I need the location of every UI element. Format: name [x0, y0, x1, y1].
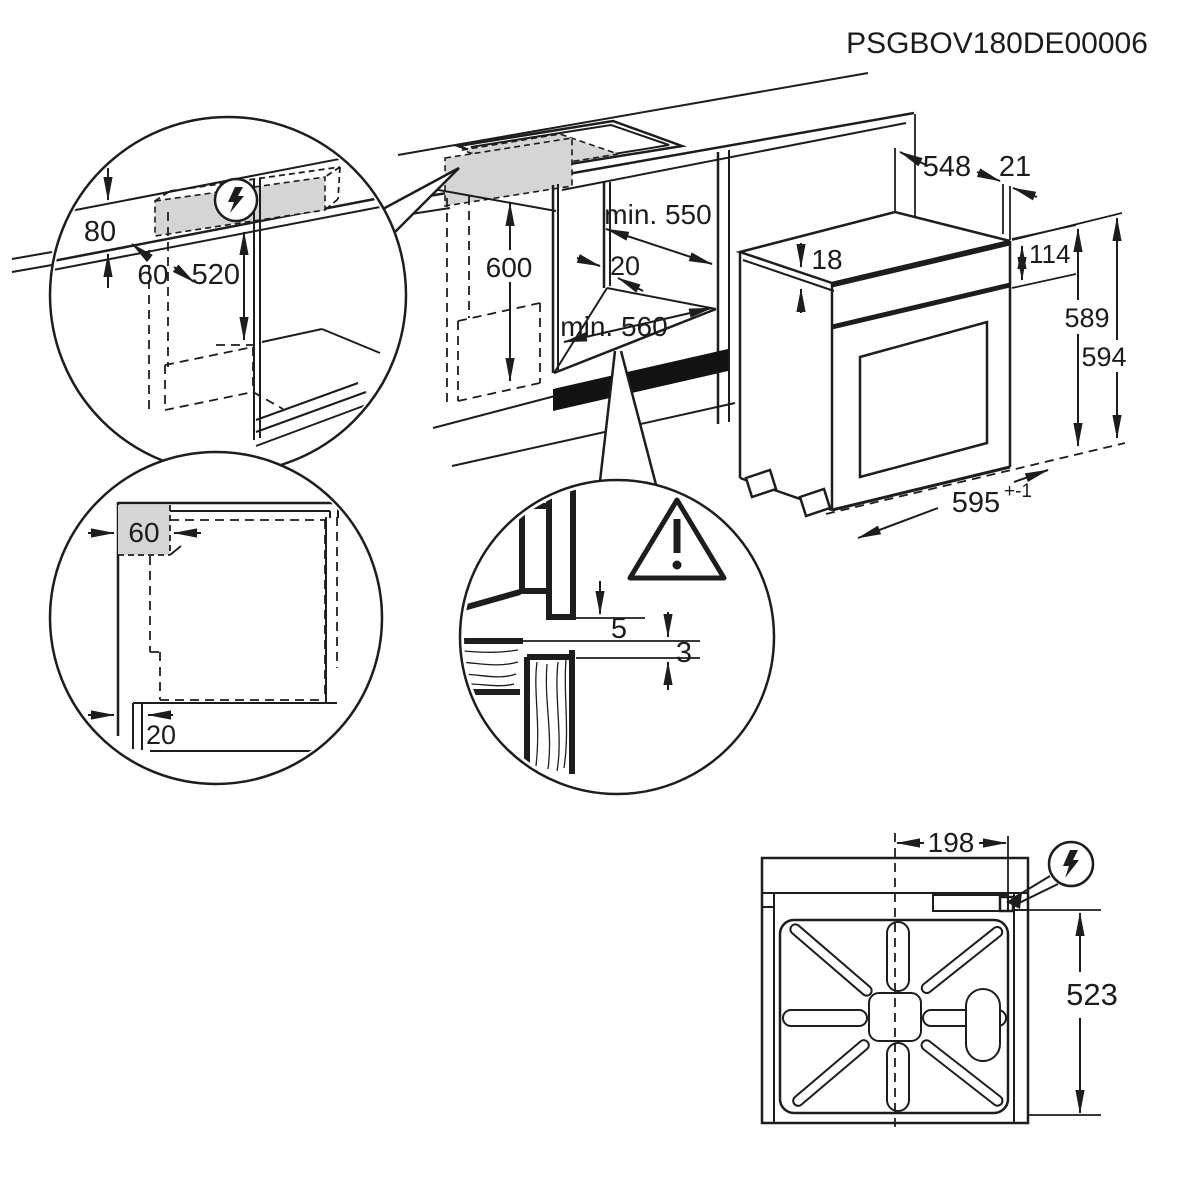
- dim-oven-depth: 548: [923, 151, 971, 183]
- dim-side-overhang: 60: [128, 517, 159, 548]
- dim-gap-above: 80: [84, 216, 116, 248]
- dim-oven-height-rear: 589: [1064, 303, 1109, 333]
- detail-gap-content: 5 3: [464, 484, 700, 774]
- detail-circle-electrical: [48, 115, 408, 475]
- drawing-number: PSGBOV180DE00006: [846, 27, 1148, 60]
- detail-callout-wedges: [380, 166, 662, 501]
- dim-gap-top: 5: [611, 613, 627, 645]
- oven-niche-cabinet: [432, 150, 736, 467]
- dim-oven-width-tolerance: +-1: [1004, 481, 1032, 502]
- warning-icon: [627, 497, 727, 581]
- dim-oven-height-front: 594: [1081, 342, 1126, 372]
- dim-oven-width: 595: [952, 487, 1000, 519]
- electrical-connection-rear-icon: [1006, 840, 1095, 909]
- dim-oven-door-offset: 21: [999, 151, 1031, 183]
- dim-height-below: 520: [192, 259, 240, 291]
- rear-view: 198 523: [760, 827, 1118, 1133]
- dim-offset-front: 60: [137, 259, 168, 290]
- dim-niche-rear-gap: 20: [610, 251, 640, 281]
- dim-niche-height: 600: [486, 252, 533, 283]
- oven-door-window: [858, 320, 989, 479]
- dim-plinth-recess: 20: [146, 720, 176, 750]
- rear-panel-bracing: [778, 918, 1010, 1115]
- dim-niche-depth: min. 550: [604, 199, 711, 230]
- dim-oven-control-panel: 114: [1029, 239, 1070, 269]
- niche-dimensions: 600 min. 550 20 min. 560: [486, 199, 713, 382]
- detail-side-content: 60 20: [88, 501, 339, 752]
- dim-gap-bottom: 3: [676, 637, 692, 669]
- oven-foot: [744, 468, 778, 499]
- oven-dimensions: 548 21 18 114 589 594 595 +-1: [796, 148, 1127, 539]
- dim-niche-width: min. 560: [560, 311, 667, 342]
- built-in-oven: [735, 210, 1012, 518]
- plinth-strip: [553, 349, 728, 411]
- dim-oven-top-panel: 18: [811, 244, 842, 275]
- electrical-connection-icon: [213, 177, 259, 223]
- dim-connection-offset: 198: [928, 827, 975, 858]
- dim-connection-height: 523: [1066, 977, 1118, 1012]
- hob-cutout: [444, 119, 687, 207]
- oven-foot: [798, 487, 832, 518]
